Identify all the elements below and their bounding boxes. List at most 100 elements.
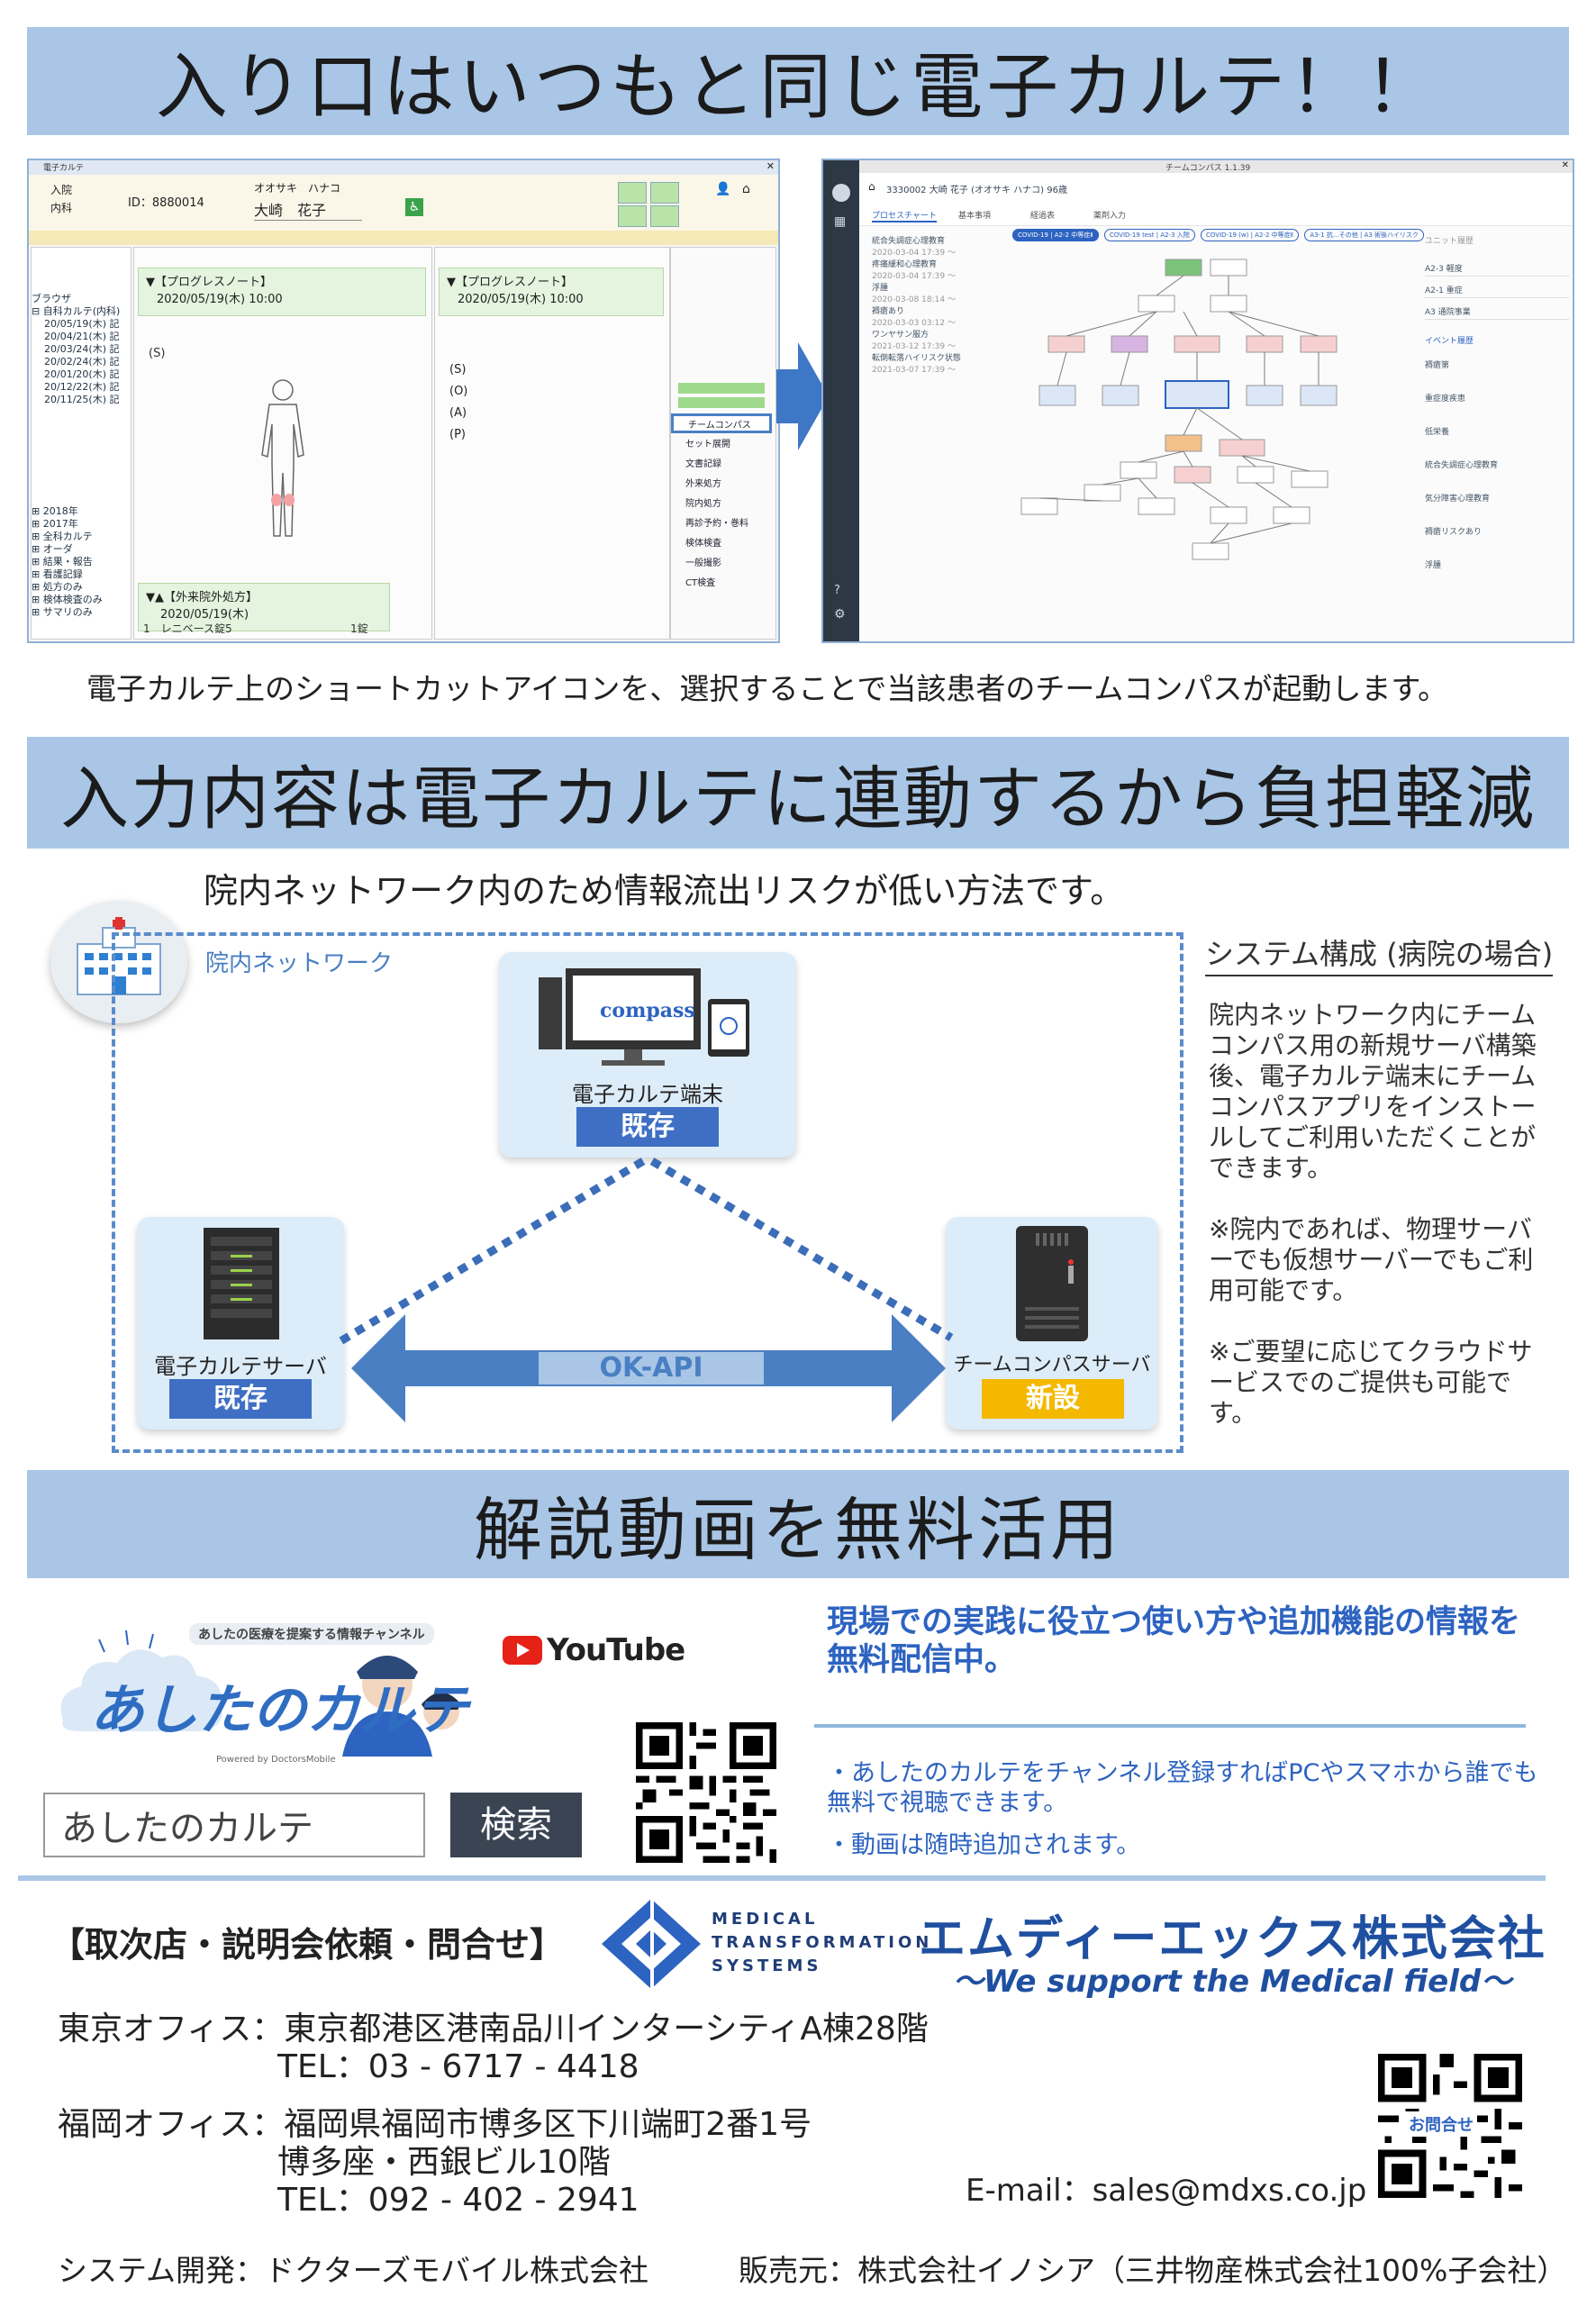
emr-green-button-2[interactable]	[650, 182, 679, 204]
history-item[interactable]: ワンヤサン服方	[872, 331, 929, 340]
body-diagram	[261, 379, 304, 537]
tool-item[interactable]: 文書記録	[685, 459, 721, 469]
cloud-illustration	[60, 1630, 461, 1757]
terminal-label: 電子カルテ端末	[572, 1082, 723, 1107]
event-item[interactable]: 低栄養	[1425, 428, 1450, 437]
history-item[interactable]: 転倒転落ハイリスク状態	[872, 354, 961, 363]
user-icon[interactable]: 👤	[715, 182, 731, 196]
tab-process-chart[interactable]: プロセスチャート	[872, 209, 937, 222]
soap-o: (O)	[449, 385, 468, 398]
event-item[interactable]: 重症度疾患	[1425, 395, 1466, 404]
emr-server-card: 電子カルテサーバ 既存	[137, 1217, 344, 1430]
tool-item[interactable]: 一般撮影	[685, 558, 721, 568]
event-item[interactable]: 気分障害心理教育	[1425, 495, 1491, 504]
emr-green-button-1[interactable]	[618, 182, 647, 204]
compass-chips: COVID-19 | A2-2 中等症Ⅱ COVID-19 test | A2-…	[1012, 229, 1424, 241]
tool-item[interactable]: セット展開	[685, 440, 730, 449]
tree-item[interactable]: ⊞ 処方のみ	[32, 581, 83, 593]
history-item[interactable]: 浮腫	[872, 284, 889, 293]
history-item[interactable]: 疼痛緩和心理教育	[872, 260, 938, 269]
section3-title: 解説動画を無料活用	[474, 1490, 1122, 1570]
tool-item[interactable]: 院内処方	[685, 499, 721, 509]
progress-note-right-title: ▼【プログレスノート】	[447, 276, 573, 289]
channel-search-button[interactable]: 検索	[450, 1793, 582, 1857]
emr-green-button-4[interactable]	[650, 205, 679, 227]
tree-item[interactable]: ⊞ 結果・報告	[32, 556, 93, 567]
fukuoka-address-1: 福岡県福岡市博多区下川端町2番1号	[284, 2106, 812, 2143]
tool-item[interactable]: 外来処方	[685, 479, 721, 489]
tree-item[interactable]: ⊞ サマリのみ	[32, 606, 93, 618]
tab-drug-entry[interactable]: 薬剤入力	[1093, 212, 1127, 221]
launch-arrow	[776, 342, 829, 450]
unit-item[interactable]: A2-1 重症	[1425, 286, 1569, 298]
tree-item[interactable]: ⊞ 検体検査のみ	[32, 594, 103, 605]
tree-item[interactable]: ⊞ オーダ	[32, 543, 73, 555]
history-item[interactable]: 統合失調症心理教育	[872, 237, 946, 246]
tree-item[interactable]: ⊞ 看護記録	[32, 568, 83, 580]
chip[interactable]: COVID-19 test | A2-3 入院	[1103, 229, 1195, 241]
mts-line: SYSTEMS	[712, 1956, 822, 1975]
progress-note-left[interactable]: ▼【プログレスノート】 2020/05/19(木) 10:00	[138, 268, 426, 316]
tool-green-bar-1[interactable]	[678, 383, 765, 394]
gear-icon[interactable]: ⚙	[834, 607, 846, 622]
tree-item[interactable]: 20/03/24(木) 記	[44, 343, 120, 355]
team-compass-shortcut[interactable]: チームコンパス	[671, 413, 772, 433]
unit-item[interactable]: A2-3 軽度	[1425, 264, 1569, 277]
tab-basic[interactable]: 基本事項	[958, 212, 992, 221]
help-icon[interactable]: ?	[834, 584, 840, 597]
video-bullet-2: ・動画は随時追加されます。	[827, 1831, 1141, 1859]
tree-item[interactable]: 20/01/20(木) 記	[44, 368, 120, 380]
grid-icon[interactable]: ▦	[834, 214, 847, 229]
tree-item[interactable]: 20/04/21(木) 記	[44, 331, 120, 342]
tab-flowsheet[interactable]: 経過表	[1030, 212, 1056, 221]
tree-item[interactable]: 20/02/24(木) 記	[44, 356, 120, 368]
mts-line: TRANSFORMATION	[712, 1933, 933, 1952]
tree-item[interactable]: 20/05/19(木) 記	[44, 318, 120, 330]
contact-email[interactable]: E-mail：sales@mdxs.co.jp	[966, 2173, 1367, 2209]
tree-item[interactable]: 20/11/25(木) 記	[44, 394, 120, 405]
headline-divider	[814, 1724, 1526, 1728]
event-item[interactable]: 浮腫	[1425, 561, 1442, 570]
event-item[interactable]: 統合失調症心理教育	[1425, 461, 1499, 470]
mts-line: MEDICAL	[712, 1910, 819, 1929]
close-icon[interactable]: ✕	[1561, 160, 1569, 170]
tree-root[interactable]: ⊟ 自科カルテ(内科)	[32, 305, 121, 317]
chip[interactable]: A3-1 抗…その他 | A3 術後ハイリスク	[1304, 229, 1424, 241]
event-item[interactable]: 褥瘡リスクあり	[1425, 528, 1483, 537]
video-bullet-1: ・あしたのカルテをチャンネル登録すればPCやスマホから誰でも無料で視聴できます。	[827, 1759, 1538, 1817]
close-icon[interactable]: ✕	[766, 160, 775, 172]
tool-item[interactable]: 再診予約・巻料	[685, 519, 748, 529]
home-icon[interactable]: ⌂	[742, 182, 750, 196]
emr-screenshot: 電子カルテ ✕ 入院 内科 ID：8880014 オオサキ ハナコ 大崎 花子 …	[27, 159, 780, 643]
home-icon[interactable]: ⌂	[868, 180, 875, 193]
history-item[interactable]: 褥瘡あり	[872, 307, 905, 316]
system-config-title: システム構成 (病院の場合)	[1205, 931, 1554, 976]
outpatient-rx[interactable]: ▼▲【外来院外処方】 2020/05/19(木)	[138, 583, 390, 631]
compass-sidebar: ▦ ? ⚙	[823, 160, 859, 641]
emr-ward: 内科	[50, 202, 73, 214]
contact-qr-code[interactable]	[1378, 2054, 1522, 2198]
channel-search-input[interactable]	[43, 1793, 425, 1857]
chip[interactable]: COVID-19 | A2-2 中等症Ⅱ	[1012, 229, 1099, 241]
unit-item[interactable]: A3 通院事業	[1425, 307, 1569, 320]
video-bullet-1-text: あしたのカルテをチャンネル登録すればPCやスマホから誰でも無料で視聴できます。	[827, 1759, 1538, 1817]
tree-item[interactable]: ⊞ 2018年	[32, 505, 78, 517]
tool-item[interactable]: CT検査	[685, 578, 716, 588]
rx-qty: 1錠	[350, 622, 368, 635]
progress-note-right[interactable]: ▼【プログレスノート】 2020/05/19(木) 10:00	[439, 268, 664, 316]
emr-terminal-card: compass 電子カルテ端末 既存	[499, 952, 796, 1158]
event-item[interactable]: 褥瘡第	[1425, 361, 1450, 370]
tree-item[interactable]: ⊞ 全科カルテ	[32, 531, 93, 542]
server-rack-icon	[204, 1228, 279, 1339]
emr-dept: 入院	[50, 184, 73, 196]
tree-item[interactable]: ⊞ 2017年	[32, 518, 78, 530]
chip[interactable]: COVID-19 (w) | A2-2 中等症Ⅱ	[1201, 229, 1300, 241]
tool-item[interactable]: 検体検査	[685, 539, 721, 549]
tool-green-bar-2[interactable]	[678, 397, 765, 408]
tree-item[interactable]: 20/12/22(木) 記	[44, 381, 120, 393]
tokyo-office: 東京オフィス：東京都港区港南品川インターシティA棟28階	[58, 2011, 929, 2048]
emr-green-button-3[interactable]	[618, 205, 647, 227]
channel-tagline: あしたの医療を提案する情報チャンネル	[189, 1623, 434, 1645]
youtube-qr-code[interactable]	[636, 1722, 776, 1863]
seller: 販売元：株式会社イノシア（三井物産株式会社100%子会社）	[739, 2253, 1567, 2288]
